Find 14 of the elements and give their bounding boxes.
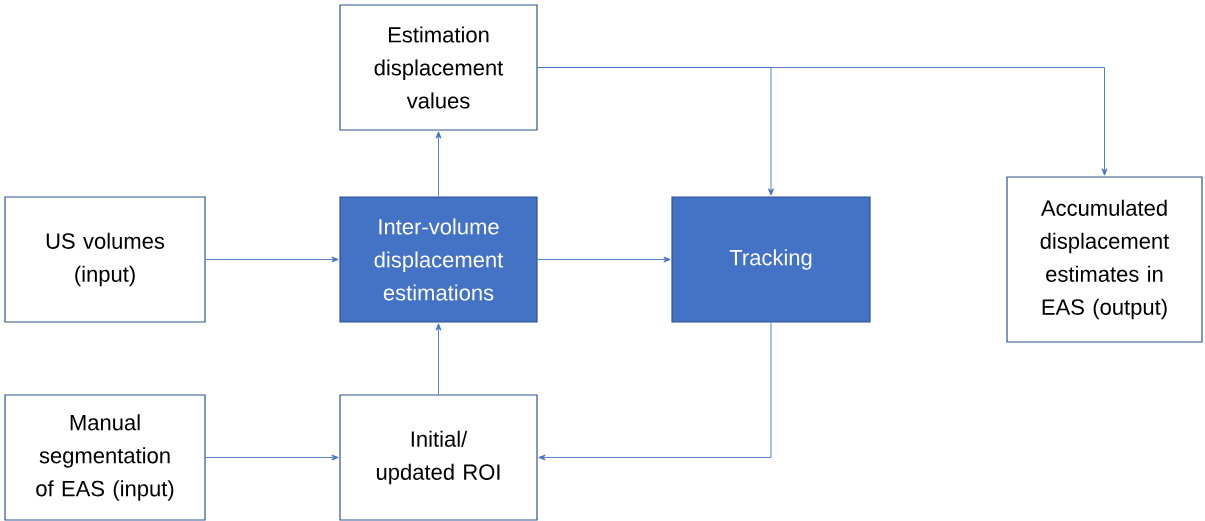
- arrow: [205, 256, 339, 263]
- arrow: [205, 454, 339, 461]
- arrow: [537, 256, 671, 263]
- process-box: US volumes (input): [4, 196, 206, 323]
- process-box: Manual segmentation of EAS (input): [4, 394, 206, 521]
- process-box: Accumulated displacement estimates in EAS (output): [1006, 176, 1203, 343]
- arrow: [538, 322, 772, 461]
- process-box: Estimation displacement values: [339, 4, 538, 131]
- arrow: [435, 323, 442, 395]
- process-box: Inter-volume displacement estimations: [339, 196, 538, 323]
- arrow: [537, 67, 1108, 176]
- arrow: [435, 131, 442, 197]
- process-box: Tracking: [671, 196, 871, 323]
- process-box: Initial/ updated ROI: [339, 394, 538, 521]
